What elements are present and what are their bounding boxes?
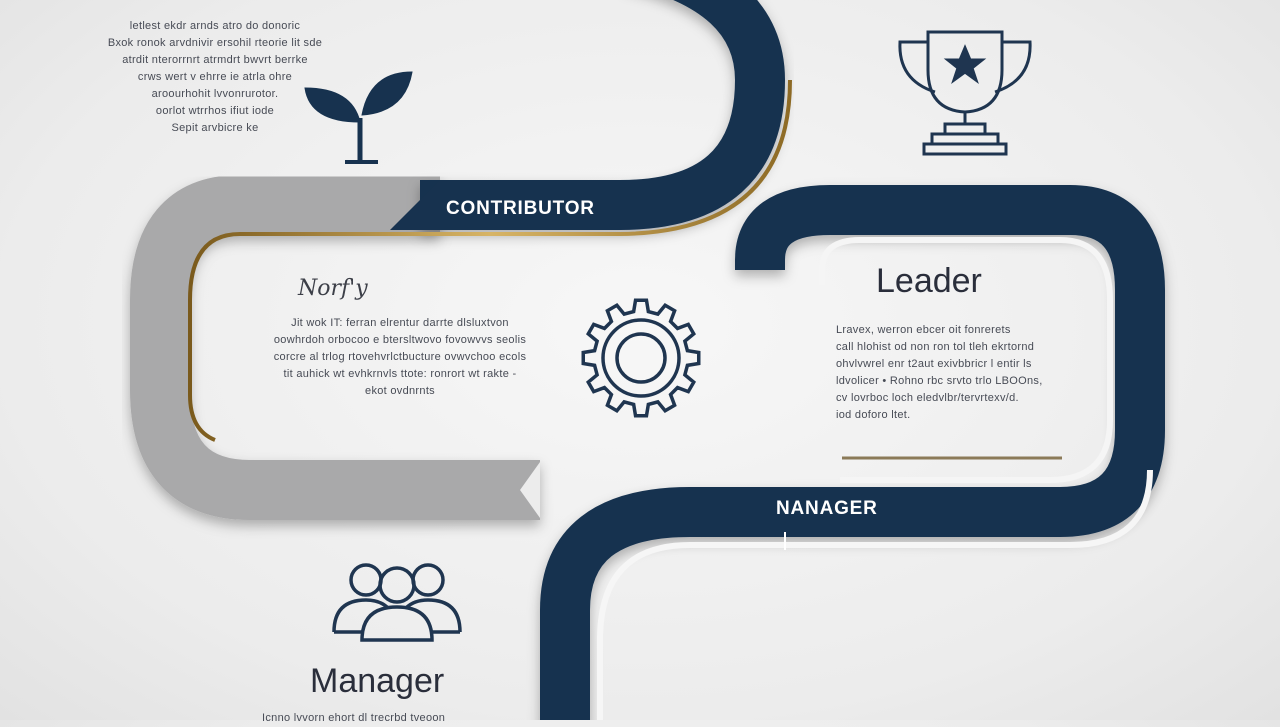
top-left-description: letlest ekdr arnds atro do donoric Bxok … xyxy=(95,18,335,137)
leader-description: Lravex, werron ebcer oit fonrerets call … xyxy=(836,322,1076,424)
navy-path-top xyxy=(420,0,786,230)
middle-left-line: ekot ovdnrnts xyxy=(365,385,435,397)
middle-left-line: Jit wok IT: ferran elrentur darrte dlslu… xyxy=(291,317,509,329)
grey-path-band xyxy=(130,175,540,520)
top-left-line: letlest ekdr arnds atro do donoric xyxy=(129,20,301,32)
contributor-band-label: CONTRIBUTOR xyxy=(446,198,595,219)
leader-line: Lravex, werron ebcer oit fonrerets xyxy=(836,324,1011,336)
top-left-line: Sepit arvbicre ke xyxy=(171,122,259,134)
leader-line: call hlohist od non ron tol tleh ekrtorn… xyxy=(836,341,1035,353)
path-inner-edge xyxy=(597,469,1153,720)
manager-band-label: NANAGER xyxy=(776,498,878,519)
top-left-line: aroourhohit lvvonrurotor. xyxy=(151,88,279,100)
navy-path-right-loop xyxy=(540,185,1165,720)
middle-left-description: Jit wok IT: ferran elrentur darrte dlslu… xyxy=(250,315,550,400)
leader-card-edge xyxy=(819,237,1113,483)
gold-accent-line xyxy=(188,79,792,442)
leader-line: ldvolicer • Rohno rbc srvto trlo LBOOns, xyxy=(836,375,1043,387)
seedling-icon xyxy=(304,71,413,164)
top-left-line: crws wert v ehrre ie atrla ohre xyxy=(137,71,293,83)
leader-line: ohvlvwrel enr t2aut exivbbricr l entir l… xyxy=(836,358,1032,370)
middle-left-line: oowhrdoh orbocoo e btersltwovo fovowvvs … xyxy=(273,334,527,346)
manager-heading: Manager xyxy=(310,662,445,700)
people-icon xyxy=(332,563,462,642)
top-left-line: oorlot wtrrhos ifiut iode xyxy=(155,105,275,117)
leader-line: cv lovrboc loch eledvlbr/tervrtexv/d. xyxy=(836,392,1019,404)
contributor-band-tip xyxy=(390,180,440,230)
middle-left-line: corcre al trlog rtovehvrlctbucture ovwvc… xyxy=(273,351,527,363)
bottom-description: Icnno lvvorn ehort dl trecrbd tveoon xyxy=(262,712,446,724)
leader-line: iod doforo ltet. xyxy=(836,409,911,421)
contributor-script-title: Norf'y xyxy=(298,276,368,301)
trophy-icon xyxy=(898,30,1032,156)
gear-icon xyxy=(581,298,701,418)
leader-heading: Leader xyxy=(876,262,982,300)
grey-band-arrow xyxy=(520,462,540,518)
top-left-line: Bxok ronok arvdnivir ersohil rteorie lit… xyxy=(107,37,323,49)
middle-left-line: tit auhick wt evhkrnvls ttote: ronrort w… xyxy=(283,368,517,380)
top-left-line: atrdit nterorrnrt atrmdrt bwvrt berrke xyxy=(122,54,308,66)
